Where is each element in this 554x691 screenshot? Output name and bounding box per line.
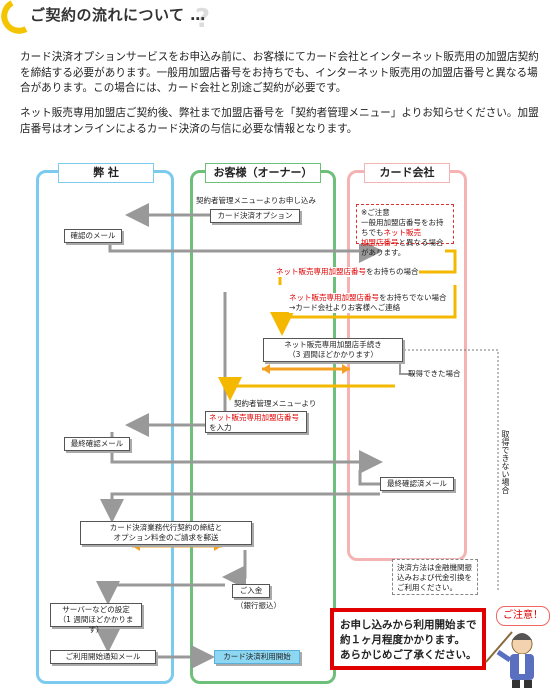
confirm-mail-box: 確認のメール [64,229,122,243]
start-notice-mail-box: ご利用開始通知メール [50,650,156,664]
bank-transfer-label: （銀行振込） [236,601,281,610]
start-use-box: カード決済利用開始 [214,650,300,664]
caution-line-1: お申し込みから利用開始まで [340,619,477,631]
caution-line-3: あらかじめご了承ください。 [340,649,477,661]
caution-note-text2: と異なる場合があります。 [361,238,444,257]
caution-line-2: 約１ヶ月程度かかります。 [340,634,465,646]
menu-label: 契約者管理メニューより [234,399,317,408]
caution-note-red1: ネット販売 [383,228,422,237]
lane-company-heading: 弊 社 [58,163,154,183]
caution-note-text1: 一般用加盟店番号をお持ちでも [361,218,444,237]
title-decoration-icon: ? [1,0,210,34]
server-setup-box: サーバーなどの設定（1 週間ほどかかります） [50,603,142,634]
caution-box: お申し込みから利用開始まで 約１ヶ月程度かかります。 あらかじめご了承ください。 [330,608,486,670]
caution-note: ※ご注意 一般用加盟店番号をお持ちでもネット販売 加盟店番号と異なる場合がありま… [356,204,454,257]
presenter-icon [485,631,534,688]
final-confirmed-mail-box: 最終確認済メール [380,477,454,491]
contract-mail-box: カード決済業務代行契約の締結とオプション料金のご請求を郵送 [80,521,252,545]
not-obtained-label: 取得できない場合 [501,430,510,494]
not-have-number-label: ネット販売専用加盟店番号をお持ちでない場合→カード会社よりお客様へご連絡 [289,293,447,313]
input-number-box: ネット販売専用加盟店番号を入力 [205,411,307,433]
caution-badge: ご注意！ [496,606,550,626]
payment-box: ご入金 [232,584,270,598]
caution-note-title: ※ご注意 [361,208,390,217]
lane-card-heading: カード会社 [364,163,450,183]
obtained-label: 取得できた場合 [408,369,461,378]
page-title: ご契約の流れについて … [30,6,206,24]
payment-method-note: 決済方法は金融機関振込みおよび代金引換をご利用ください。 [392,559,478,595]
svg-text:?: ? [195,4,210,34]
merchant-procedure-box: ネット販売専用加盟店手続き（3 週間ほどかかります） [263,338,403,362]
lane-customer-heading: お客様（オーナー） [205,163,321,183]
have-number-label: ネット販売専用加盟店番号をお持ちの場合 [276,267,419,277]
apply-label: 契約者管理メニューよりお申し込み [196,196,316,205]
intro-paragraph-2: ネット販売専用加盟店ご契約後、弊社まで加盟店番号を「契約者管理メニュー」よりお知… [20,107,539,135]
caution-note-red2: 加盟店番号 [361,238,399,247]
intro-paragraph-1: カード決済オプションサービスをお申込み前に、お客様にてカード会社とインターネット… [20,51,539,94]
apply-box: カード決済オプション [210,209,300,223]
final-confirm-mail-box: 最終確認メール [64,437,130,451]
